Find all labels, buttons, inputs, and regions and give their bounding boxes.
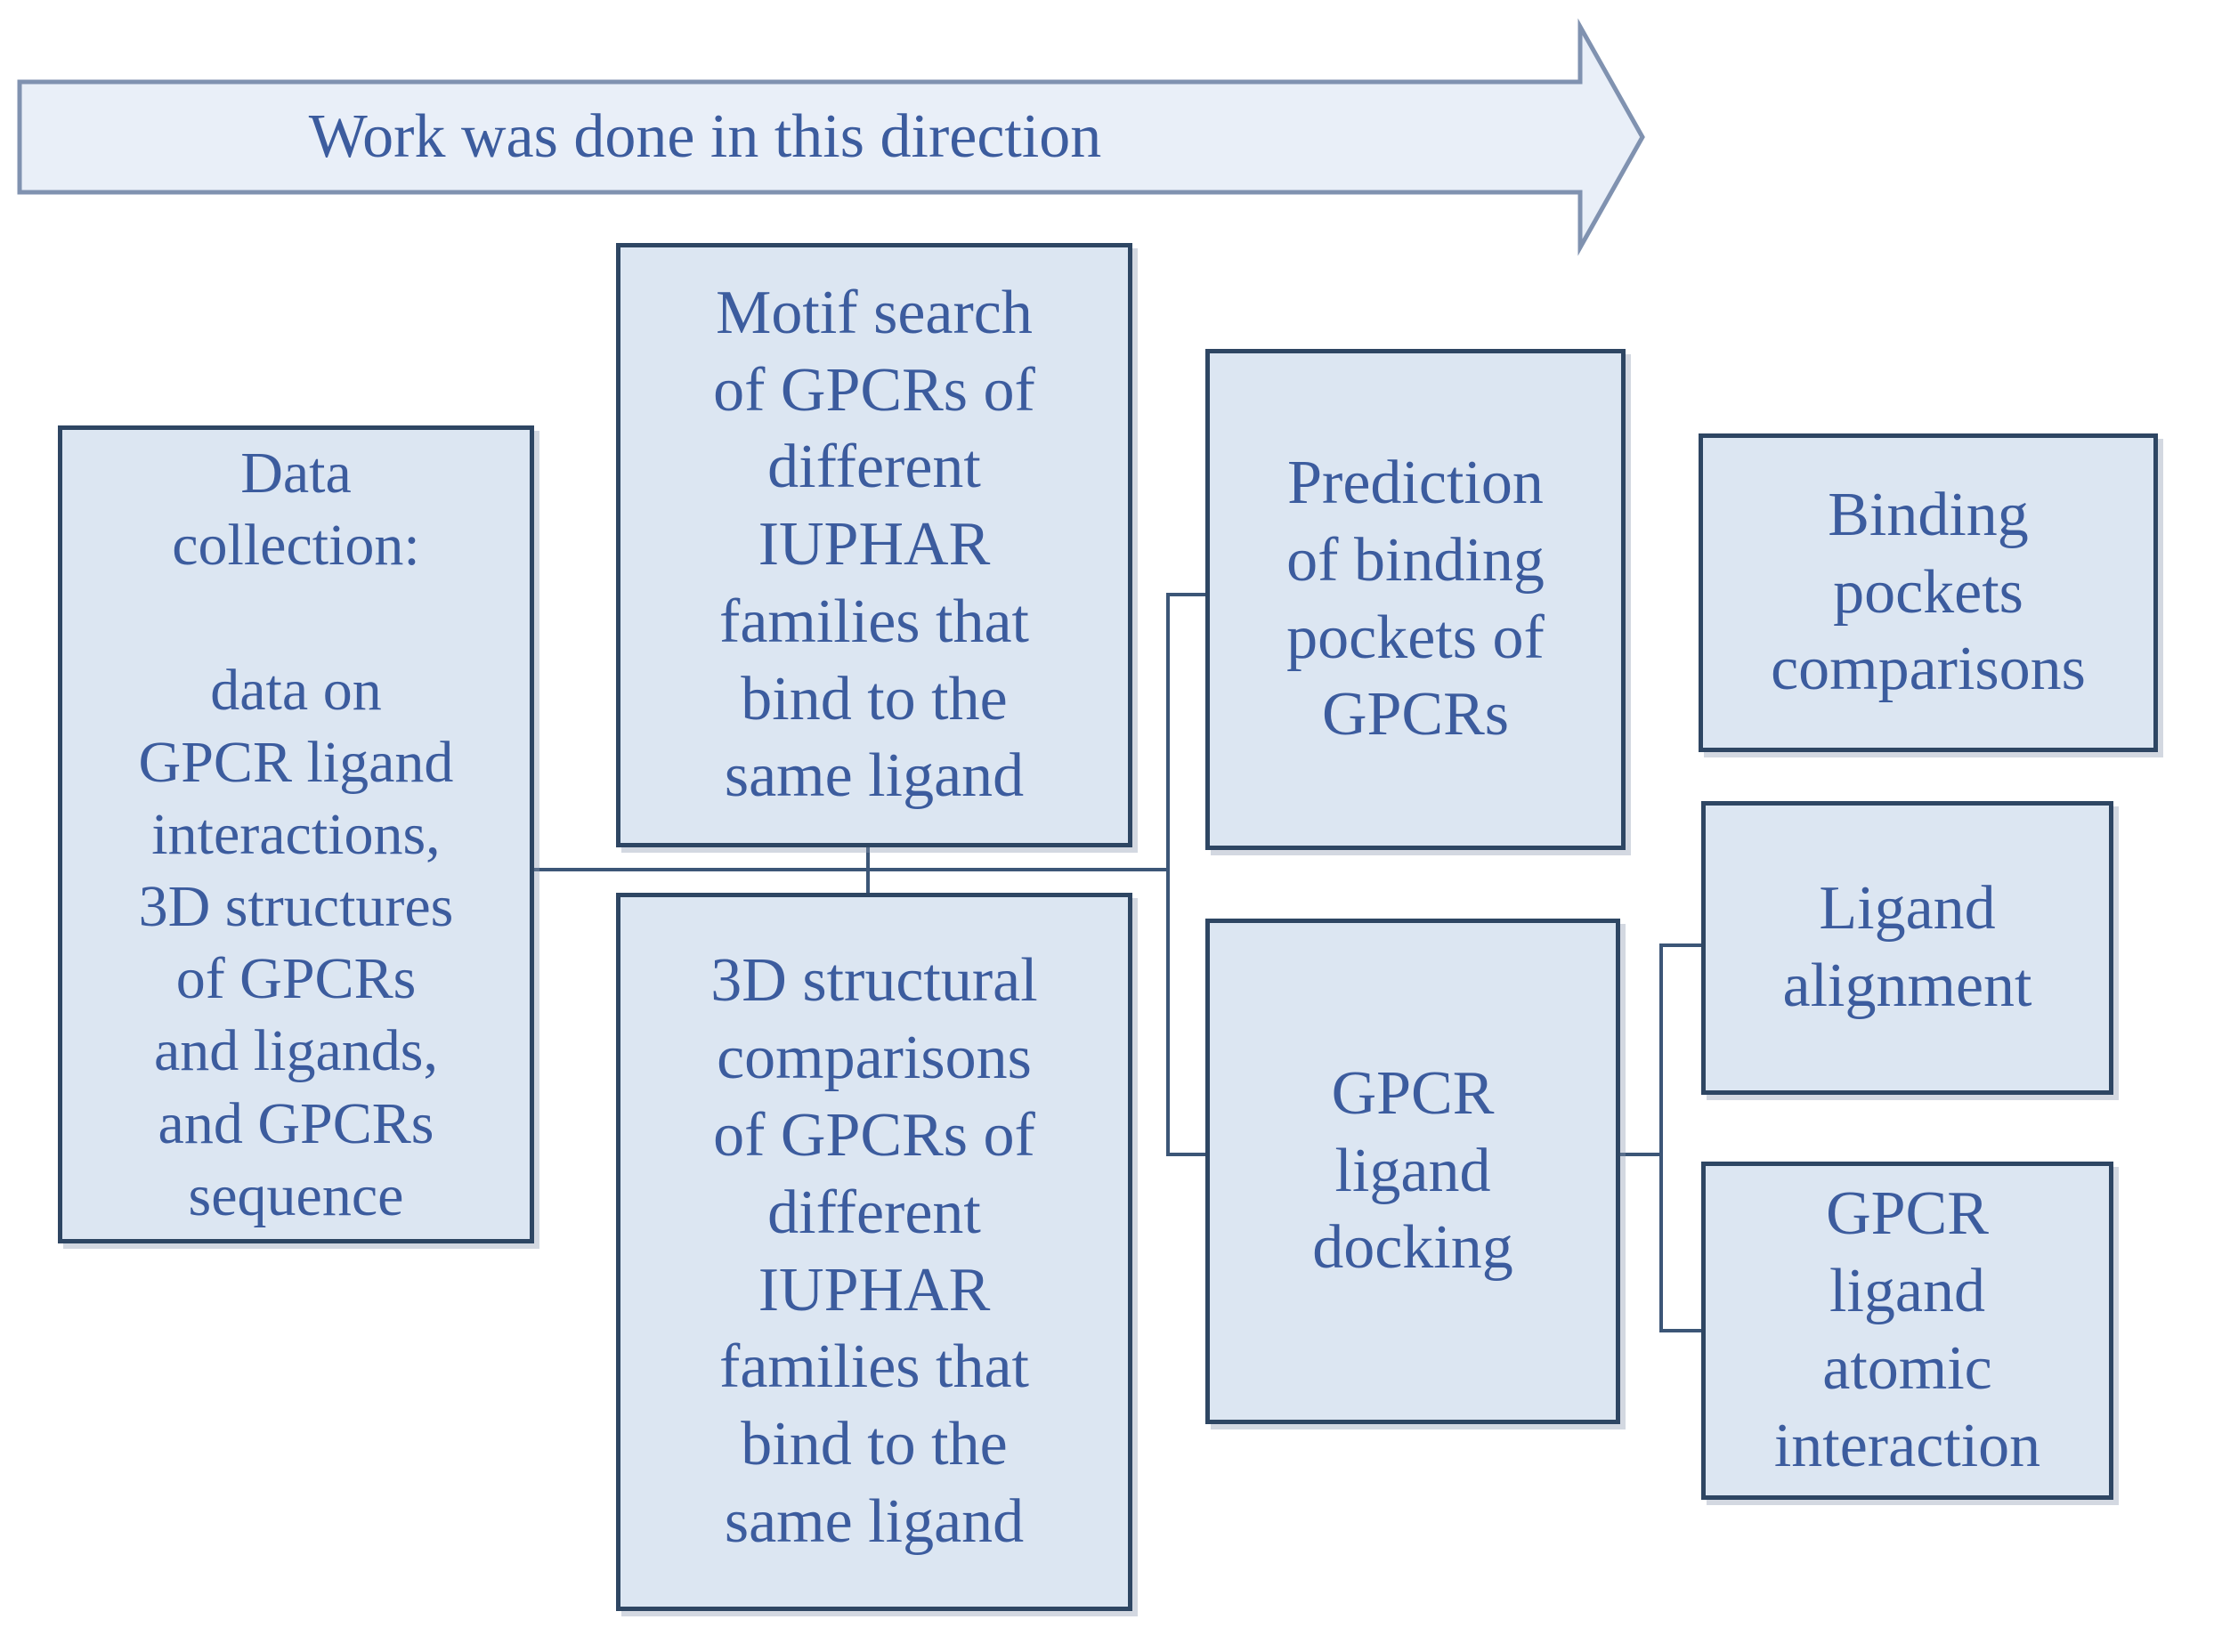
box-ligand-alignment: Ligand alignment — [1701, 801, 2113, 1095]
connector-docking-stub-left — [1166, 1153, 1207, 1156]
box-gpcr-ligand-docking: GPCR ligand docking — [1205, 919, 1620, 1424]
connector-motif-3d-stub — [866, 846, 870, 895]
box-binding-pocket-prediction: Prediction of binding pockets of GPCRs — [1205, 349, 1626, 850]
direction-arrow-label: Work was done in this direction — [308, 102, 1102, 171]
connector-left-branch-vertical — [1166, 593, 1170, 1156]
box-data-collection: Data collection: data on GPCR ligand int… — [58, 425, 534, 1243]
box-ligand-alignment-text: Ligand alignment — [1782, 874, 2032, 1020]
box-data-collection-text: Data collection: data on GPCR ligand int… — [138, 441, 454, 1228]
connector-right-branch-vertical — [1659, 943, 1663, 1332]
box-3d-structural-comparisons: 3D structural comparisons of GPCRs of di… — [616, 893, 1132, 1611]
connector-prediction-stub — [1166, 593, 1207, 596]
connector-alignment-stub — [1659, 943, 1703, 947]
box-binding-pocket-prediction-text: Prediction of binding pockets of GPCRs — [1286, 448, 1545, 749]
connector-main-horizontal — [532, 868, 1168, 871]
box-3d-structural-comparisons-text: 3D structural comparisons of GPCRs of di… — [710, 946, 1038, 1556]
connector-docking-stub-right — [1618, 1153, 1663, 1156]
box-binding-pockets-comparisons: Binding pockets comparisons — [1699, 433, 2158, 752]
box-gpcr-ligand-atomic-interaction: GPCR ligand atomic interaction — [1701, 1162, 2113, 1500]
box-binding-pockets-comparisons-text: Binding pockets comparisons — [1771, 480, 2086, 704]
box-motif-search: Motif search of GPCRs of different IUPHA… — [616, 243, 1132, 847]
box-gpcr-ligand-docking-text: GPCR ligand docking — [1312, 1058, 1513, 1283]
connector-atomic-stub — [1659, 1329, 1703, 1332]
box-gpcr-ligand-atomic-interaction-text: GPCR ligand atomic interaction — [1773, 1179, 2041, 1480]
box-motif-search-text: Motif search of GPCRs of different IUPHA… — [713, 278, 1035, 811]
